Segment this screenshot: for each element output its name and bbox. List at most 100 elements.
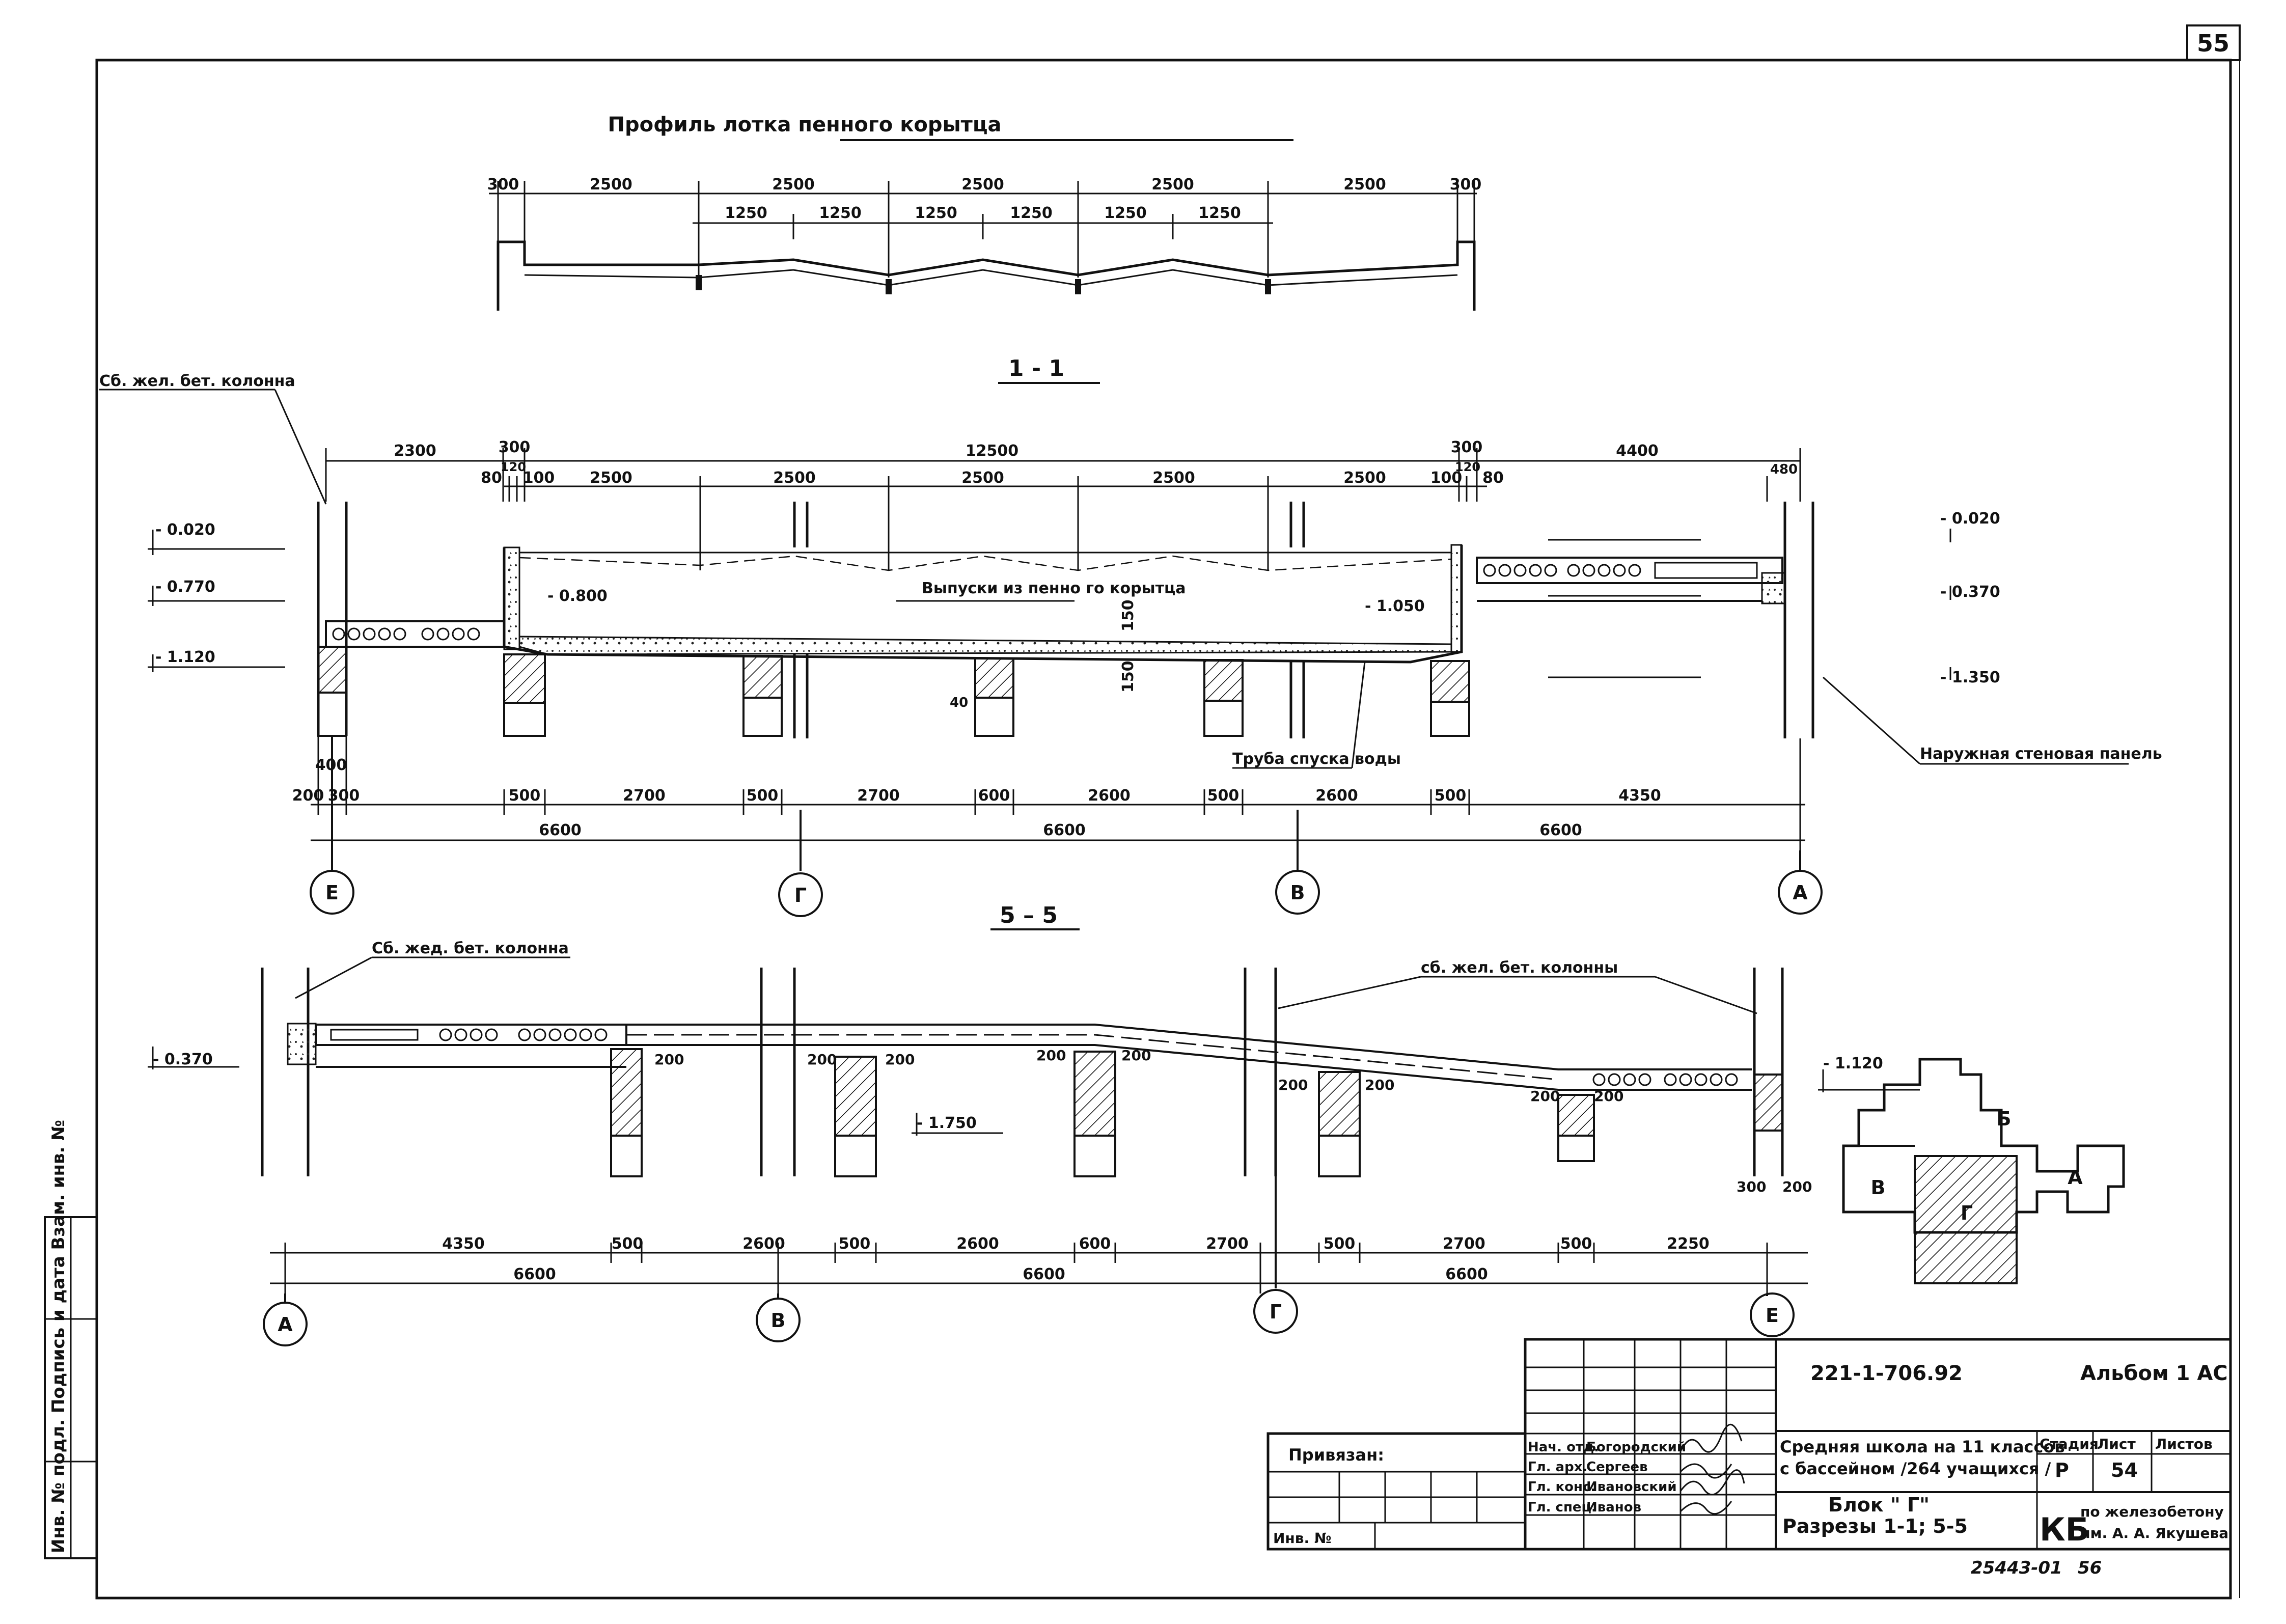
- dim-label: 4400: [1616, 442, 1659, 460]
- dim-label: 500: [1324, 1235, 1356, 1253]
- dim-label: 1250: [819, 204, 862, 222]
- dim-label: 200: [1782, 1178, 1812, 1195]
- dim-label: 300: [1450, 176, 1482, 194]
- name-label: Иванов: [1586, 1500, 1641, 1515]
- dim-label: 300: [499, 438, 531, 456]
- level-mark: - 1.750: [917, 1114, 977, 1132]
- dim-label: 1250: [725, 204, 767, 222]
- level-mark: - 0.370: [153, 1051, 213, 1068]
- dim-label: 200: [654, 1051, 684, 1068]
- keyplan-label: А: [2068, 1166, 2083, 1189]
- header-stage: Стадия: [2040, 1436, 2099, 1452]
- dim-label: 2600: [956, 1235, 999, 1253]
- section-1-1: 1 - 1 Сб. жел. бет. колонна 2300 300 125…: [99, 355, 2162, 917]
- dim-label: 2700: [857, 787, 900, 805]
- dim-label: 300: [487, 176, 519, 194]
- dim-label: 2500: [590, 469, 632, 487]
- dim-label: 120: [501, 460, 526, 474]
- dim-label: 1250: [1104, 204, 1147, 222]
- column-label: Сб. жед. бет. колонна: [372, 940, 569, 957]
- dim-label: 200: [1036, 1047, 1066, 1064]
- level-mark: - 0.800: [547, 587, 608, 605]
- level-mark: - 1.120: [155, 648, 215, 666]
- dim-label: 200: [1365, 1077, 1394, 1093]
- name-label: Ивановский: [1586, 1479, 1677, 1495]
- stage-value: Р: [2055, 1459, 2069, 1481]
- role-label: Гл. конс.: [1528, 1479, 1595, 1495]
- dim-label: 200: [1121, 1047, 1151, 1064]
- keyplan-label: Б: [1997, 1108, 2012, 1130]
- dim-label: 300: [328, 787, 360, 805]
- header-sheet: Лист: [2097, 1436, 2136, 1452]
- block-subtitle: Разрезы 1-1; 5-5: [1782, 1515, 1968, 1537]
- dim-label: 500: [1207, 787, 1240, 805]
- project-subtitle: с бассейном /264 учащихся /: [1780, 1459, 2051, 1478]
- sheet-number: 55: [2197, 30, 2229, 57]
- dim-label: 1250: [915, 204, 957, 222]
- dim-label: 500: [1560, 1235, 1592, 1253]
- dim-label: 4350: [442, 1235, 485, 1253]
- archive-page: 56: [2078, 1558, 2102, 1578]
- level-mark: - 0.020: [155, 521, 215, 539]
- role-label: Нач. отд.: [1528, 1440, 1599, 1455]
- dim-label: 80: [1482, 469, 1504, 487]
- level-mark: - 0.370: [1940, 583, 2000, 601]
- axis-label: В: [771, 1309, 786, 1332]
- org-mark: КБ: [2040, 1511, 2089, 1548]
- profile-title: Профиль лотка пенного корытца: [608, 113, 1002, 136]
- section-title: 1 - 1: [1008, 355, 1064, 381]
- dim-label: 300: [1451, 438, 1483, 456]
- section-title: 5 – 5: [1000, 902, 1058, 928]
- level-mark: - 1.350: [1940, 669, 2000, 686]
- profile-trough: Профиль лотка пенного корытца 300 2500 2…: [487, 113, 1482, 311]
- dim-label: 2700: [1206, 1235, 1249, 1253]
- dim-label: 2500: [590, 176, 632, 194]
- dim-label: 120: [1455, 460, 1480, 474]
- inv-label: Инв. №: [1273, 1530, 1332, 1547]
- dim-label: 6600: [1539, 821, 1582, 839]
- dim-label: 200: [1278, 1077, 1308, 1093]
- dim-label: 2700: [623, 787, 666, 805]
- org-line: по железобетону: [2080, 1503, 2224, 1520]
- dim-label: 500: [747, 787, 779, 805]
- dim-label: 1250: [1010, 204, 1053, 222]
- dim-label: 100: [523, 469, 555, 487]
- dim-label: 500: [1435, 787, 1467, 805]
- keyplan-label: Г: [1961, 1202, 1973, 1224]
- dim-label: 2300: [394, 442, 436, 460]
- dim-label: 2500: [961, 469, 1004, 487]
- dim-label: 6600: [513, 1265, 556, 1283]
- axis-label: Е: [325, 882, 339, 904]
- note-panel: Наружная стеновая панель: [1920, 745, 2162, 763]
- axis-label: В: [1290, 882, 1305, 904]
- side-stamp: Инв. № подл. Подпись и дата Взам. инв. №: [48, 1120, 69, 1553]
- level-mark: - 0.020: [1940, 510, 2000, 528]
- dim-label: 2500: [1343, 469, 1386, 487]
- signature-marks: [1679, 1424, 1745, 1515]
- dim-label: 2600: [1088, 787, 1131, 805]
- sheet-value: 54: [2111, 1459, 2138, 1481]
- columns-label: сб. жел. бет. колонны: [1421, 959, 1618, 977]
- dim-label: 2250: [1667, 1235, 1710, 1253]
- dim-label: 1250: [1198, 204, 1241, 222]
- archive-number: 25443-01: [1971, 1558, 2062, 1578]
- axis-label: А: [1793, 882, 1808, 904]
- dim-label: 200: [1594, 1088, 1623, 1105]
- dim-label: 2500: [961, 176, 1004, 194]
- dim-label: 2500: [1151, 176, 1194, 194]
- dim-label: 2500: [773, 469, 816, 487]
- org-line: им. А. А. Якушева: [2080, 1525, 2228, 1542]
- dim-label: 150: [1119, 660, 1137, 693]
- level-mark: - 0.770: [155, 578, 215, 596]
- role-label: Гл. спец.: [1528, 1500, 1596, 1515]
- name-label: Сергеев: [1586, 1460, 1648, 1475]
- dim-label: 600: [978, 787, 1010, 805]
- dim-label: 2500: [1343, 176, 1386, 194]
- dim-label: 2500: [772, 176, 815, 194]
- dim-label: 200: [807, 1051, 837, 1068]
- header-sheets: Листов: [2155, 1436, 2213, 1452]
- privyazan-label: Привязан:: [1288, 1445, 1384, 1465]
- dim-label: 200: [885, 1051, 915, 1068]
- axis-label: А: [278, 1313, 293, 1336]
- keyplan-label: В: [1871, 1176, 1886, 1199]
